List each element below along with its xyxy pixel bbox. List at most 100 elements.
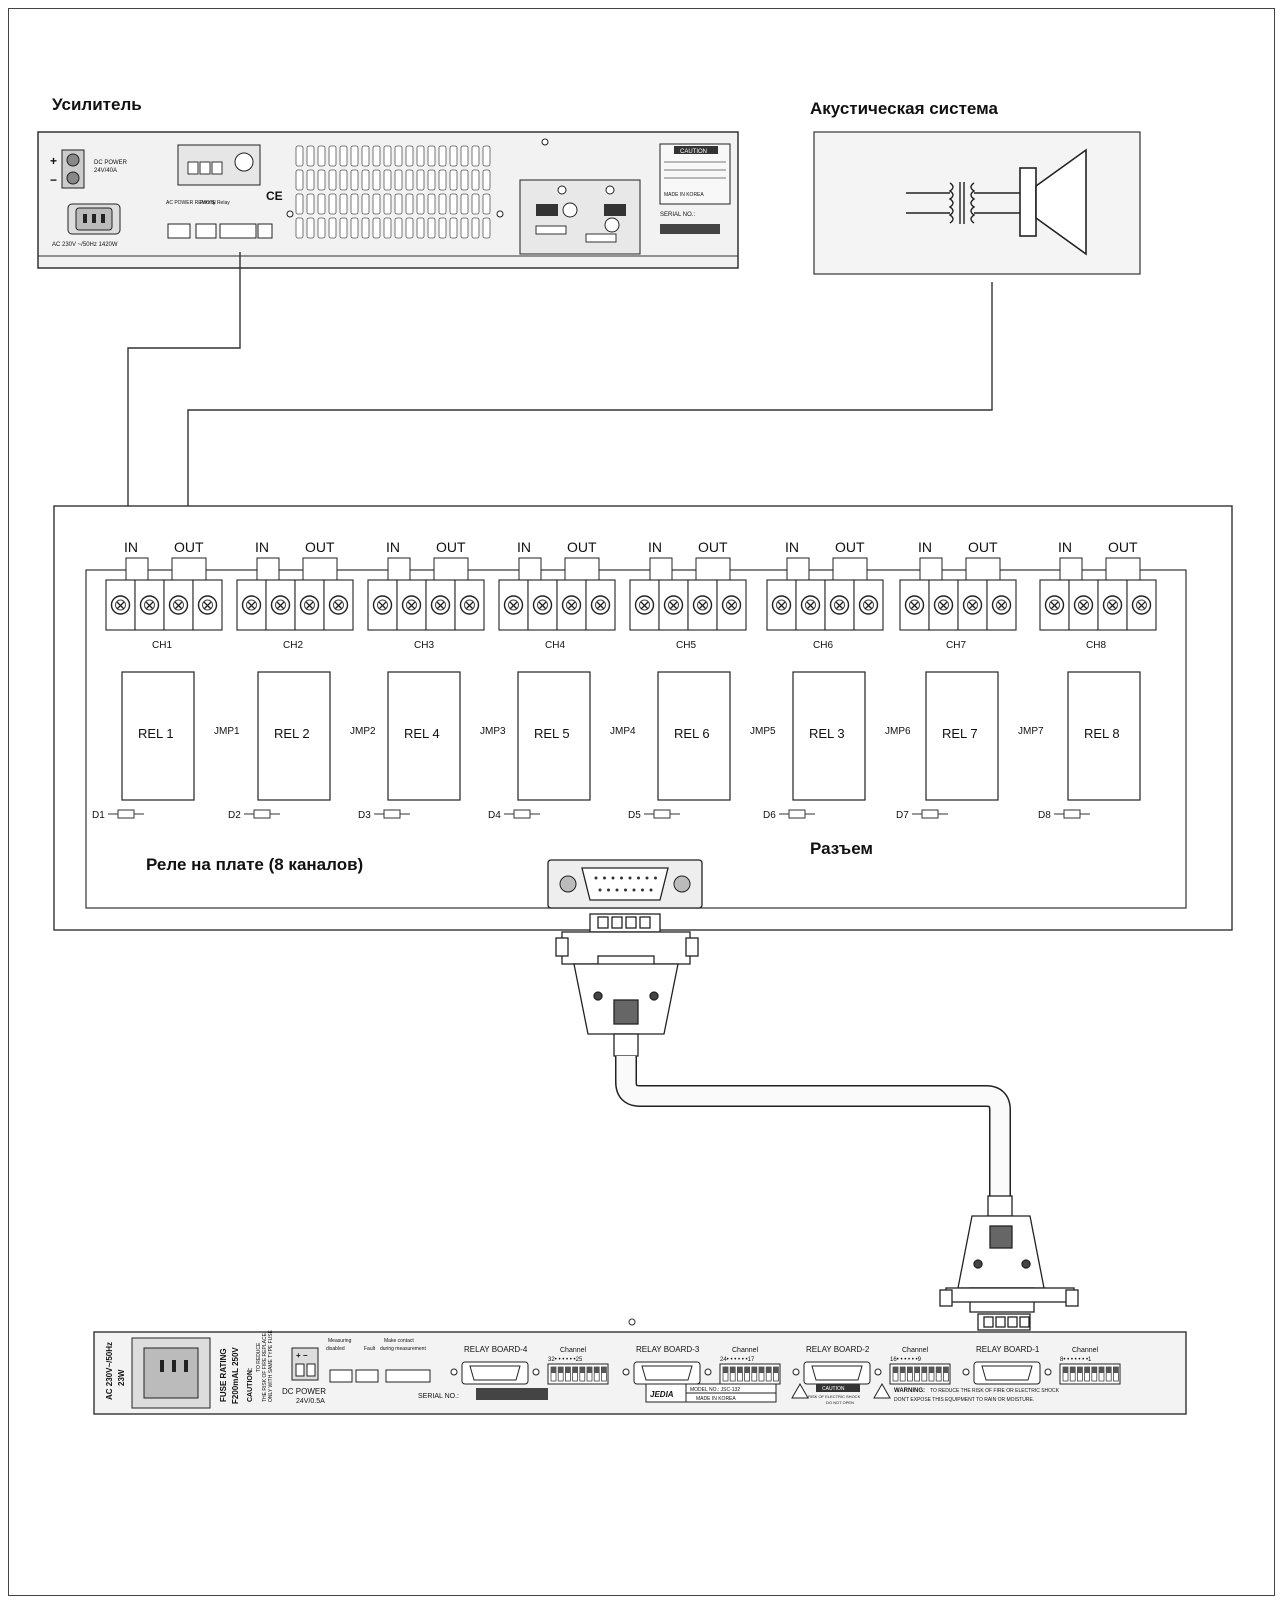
in-label: IN [124, 539, 138, 555]
diode-icon [244, 809, 280, 819]
brand-logo: JEDIA [650, 1390, 674, 1399]
jumper-label: JMP2 [350, 726, 376, 737]
terminal-block [236, 579, 354, 631]
relay-label: REL 3 [809, 726, 845, 741]
speaker-title: Акустическая система [810, 99, 998, 118]
relay-board-label: RELAY BOARD-1 [976, 1345, 1040, 1354]
channel-label: CH1 [152, 640, 172, 651]
jumper-label: JMP4 [610, 726, 636, 737]
relay-label: REL 2 [274, 726, 310, 741]
channel-range: 16• • • • • •9 [890, 1357, 922, 1363]
make-contact-label: Make contact [384, 1338, 414, 1344]
in-label: IN [1058, 539, 1072, 555]
ctrl-dc-rating-label: 24V/0.5A [296, 1398, 325, 1405]
relay [925, 671, 999, 801]
relay [517, 671, 591, 801]
in-label: IN [386, 539, 400, 555]
in-jack [125, 557, 149, 581]
in-label: IN [648, 539, 662, 555]
dip-switch [719, 1363, 781, 1385]
risk-label: RISK OF ELECTRIC SHOCK [808, 1394, 861, 1399]
diode-label: D2 [228, 810, 241, 821]
warning-text2: DON'T EXPOSE THIS EQUIPMENT TO RAIN OR M… [894, 1397, 1034, 1403]
model-label: MODEL NO.: JSC-132 [690, 1387, 740, 1393]
terminal-block [899, 579, 1017, 631]
do-not-open-label: DO NOT OPEN [826, 1400, 854, 1405]
warning-label: WARNING: [894, 1388, 925, 1394]
svg-text:+: + [50, 154, 57, 168]
board-db15-connector [547, 859, 703, 909]
diode-icon [644, 809, 680, 819]
dip-switch [547, 1363, 609, 1385]
wires [127, 252, 993, 532]
jumper-label: JMP3 [480, 726, 506, 737]
relay-label: REL 5 [534, 726, 570, 741]
relay [1067, 671, 1141, 801]
channel-caption: Channel [902, 1347, 929, 1354]
terminal-block [629, 579, 747, 631]
out-label: OUT [968, 539, 998, 555]
disabled-label: disabled [326, 1346, 345, 1352]
dc-power-terminal: + − DC POWER 24V/40A [50, 149, 128, 189]
relay-board-label: RELAY BOARD-4 [464, 1345, 528, 1354]
ce-mark: CE [266, 189, 283, 203]
in-label: IN [517, 539, 531, 555]
priority-relay-label: Priority Relay [200, 200, 230, 206]
out-jack [302, 557, 338, 581]
diode-label: D3 [358, 810, 371, 821]
diode-label: D1 [92, 810, 105, 821]
diode-icon [108, 809, 144, 819]
diode-icon [374, 809, 410, 819]
in-jack [387, 557, 411, 581]
channel-label: CH5 [676, 640, 696, 651]
in-jack [919, 557, 943, 581]
relay [792, 671, 866, 801]
ac-power-remote-label: AC POWER REMOTE [166, 200, 217, 206]
ctrl-made-in-label: MADE IN KOREA [696, 1396, 736, 1402]
warning-text1: TO REDUCE THE RISK OF FIRE OR ELECTRIC S… [930, 1388, 1060, 1394]
channel-caption: Channel [560, 1347, 587, 1354]
in-jack [786, 557, 810, 581]
relay [387, 671, 461, 801]
out-jack [1105, 557, 1141, 581]
diode-icon [1054, 809, 1090, 819]
loudspeaker-icon [1019, 148, 1087, 256]
ctrl-caution-text3: ONLY WITH SAME TYPE FUSE [268, 1329, 274, 1402]
svg-text:−: − [50, 173, 57, 187]
in-label: IN [785, 539, 799, 555]
ctrl-caution-label: CAUTION: [247, 1368, 254, 1402]
ctrl-watt-label: 23W [117, 1369, 126, 1386]
during-measurement-label: during measurement [380, 1346, 426, 1352]
channel-caption: Channel [1072, 1347, 1099, 1354]
relay [121, 671, 195, 801]
diode-label: D4 [488, 810, 501, 821]
diode-icon [504, 809, 540, 819]
diode-icon [779, 809, 815, 819]
channel-label: CH2 [283, 640, 303, 651]
ctrl-serial-label: SERIAL NO.: [418, 1393, 459, 1400]
diode-icon [912, 809, 948, 819]
out-label: OUT [174, 539, 204, 555]
cable-outer [615, 1056, 1011, 1196]
channel-label: CH8 [1086, 640, 1106, 651]
relay-board-label: RELAY BOARD-3 [636, 1345, 700, 1354]
relay [657, 671, 731, 801]
amplifier-panel: + − DC POWER 24V/40A AC 230V ~/50Hz 1420… [37, 131, 739, 269]
fault-label: Fault [364, 1346, 376, 1352]
jumper-label: JMP7 [1018, 726, 1044, 737]
connector-title: Разъем [810, 839, 873, 858]
ctrl-ac-label: AC 230V~/50Hz [105, 1342, 114, 1400]
out-label: OUT [698, 539, 728, 555]
channel-caption: Channel [732, 1347, 759, 1354]
speaker-to-out-wire [187, 282, 993, 532]
terminal-block [766, 579, 884, 631]
diode-label: D8 [1038, 810, 1051, 821]
